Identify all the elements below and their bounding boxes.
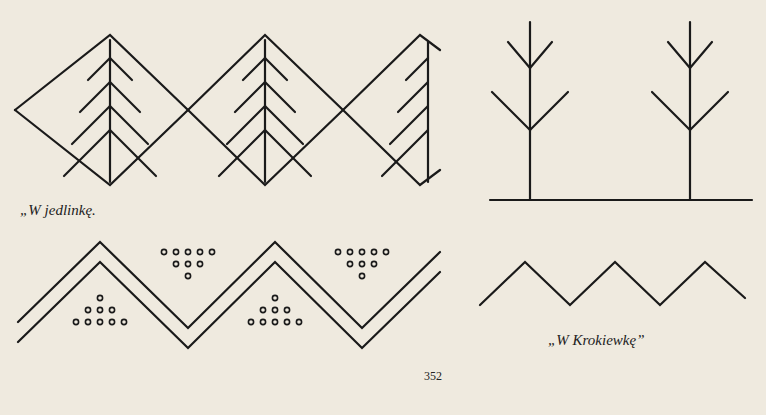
fir-branch <box>64 130 110 176</box>
dot <box>284 307 289 312</box>
dot <box>248 319 253 324</box>
tree-motif <box>490 22 752 200</box>
dot <box>97 319 102 324</box>
fir-branch <box>390 106 428 144</box>
dot <box>109 307 114 312</box>
dot-triangles <box>73 249 388 324</box>
dot <box>161 249 166 254</box>
dot <box>359 261 364 266</box>
fir-branch <box>72 106 110 144</box>
fir-branch <box>265 58 287 80</box>
fir-branch <box>88 58 110 80</box>
fir-branch <box>406 58 428 80</box>
dot <box>272 295 277 300</box>
fir-branch <box>110 58 132 80</box>
dot <box>371 249 376 254</box>
dot <box>121 319 126 324</box>
fir-branches <box>64 58 428 176</box>
fir-branch <box>265 106 303 144</box>
fir-branch <box>110 106 148 144</box>
dot <box>173 249 178 254</box>
fir-branch <box>398 82 428 112</box>
dot <box>272 307 277 312</box>
dot <box>347 249 352 254</box>
dot <box>85 307 90 312</box>
dot <box>185 261 190 266</box>
dot <box>296 319 301 324</box>
dot <box>109 319 114 324</box>
fir-branch <box>235 82 265 112</box>
dot <box>97 295 102 300</box>
dot <box>347 261 352 266</box>
page-number: 352 <box>424 370 442 383</box>
pattern-name: „W jedlinkę. <box>20 202 96 219</box>
dot <box>73 319 78 324</box>
dot <box>260 307 265 312</box>
dot <box>272 319 277 324</box>
dot <box>173 261 178 266</box>
fir-branch <box>110 130 156 176</box>
fir-branch <box>382 130 428 176</box>
fir-branch <box>219 130 265 176</box>
zigzag-bottom <box>15 110 440 185</box>
dot <box>260 319 265 324</box>
dot <box>359 249 364 254</box>
fir-branch <box>110 82 140 112</box>
dot <box>371 261 376 266</box>
dot <box>97 307 102 312</box>
dot <box>197 249 202 254</box>
fir-branch <box>227 106 265 144</box>
dot <box>185 249 190 254</box>
fir-stems <box>110 40 428 182</box>
dot <box>197 261 202 266</box>
pattern-name: „W Krokiewkę” <box>548 332 645 349</box>
fir-branch <box>265 82 295 112</box>
dot <box>85 319 90 324</box>
zigzag-top <box>15 35 440 110</box>
dot <box>209 249 214 254</box>
fir-branch <box>80 82 110 112</box>
simple-zigzag <box>480 262 745 305</box>
dot <box>284 319 289 324</box>
double-zigzag <box>18 242 440 348</box>
dot <box>185 273 190 278</box>
dot <box>383 249 388 254</box>
fir-branch <box>265 130 311 176</box>
dot <box>335 249 340 254</box>
fir-branch <box>243 58 265 80</box>
dot <box>359 273 364 278</box>
